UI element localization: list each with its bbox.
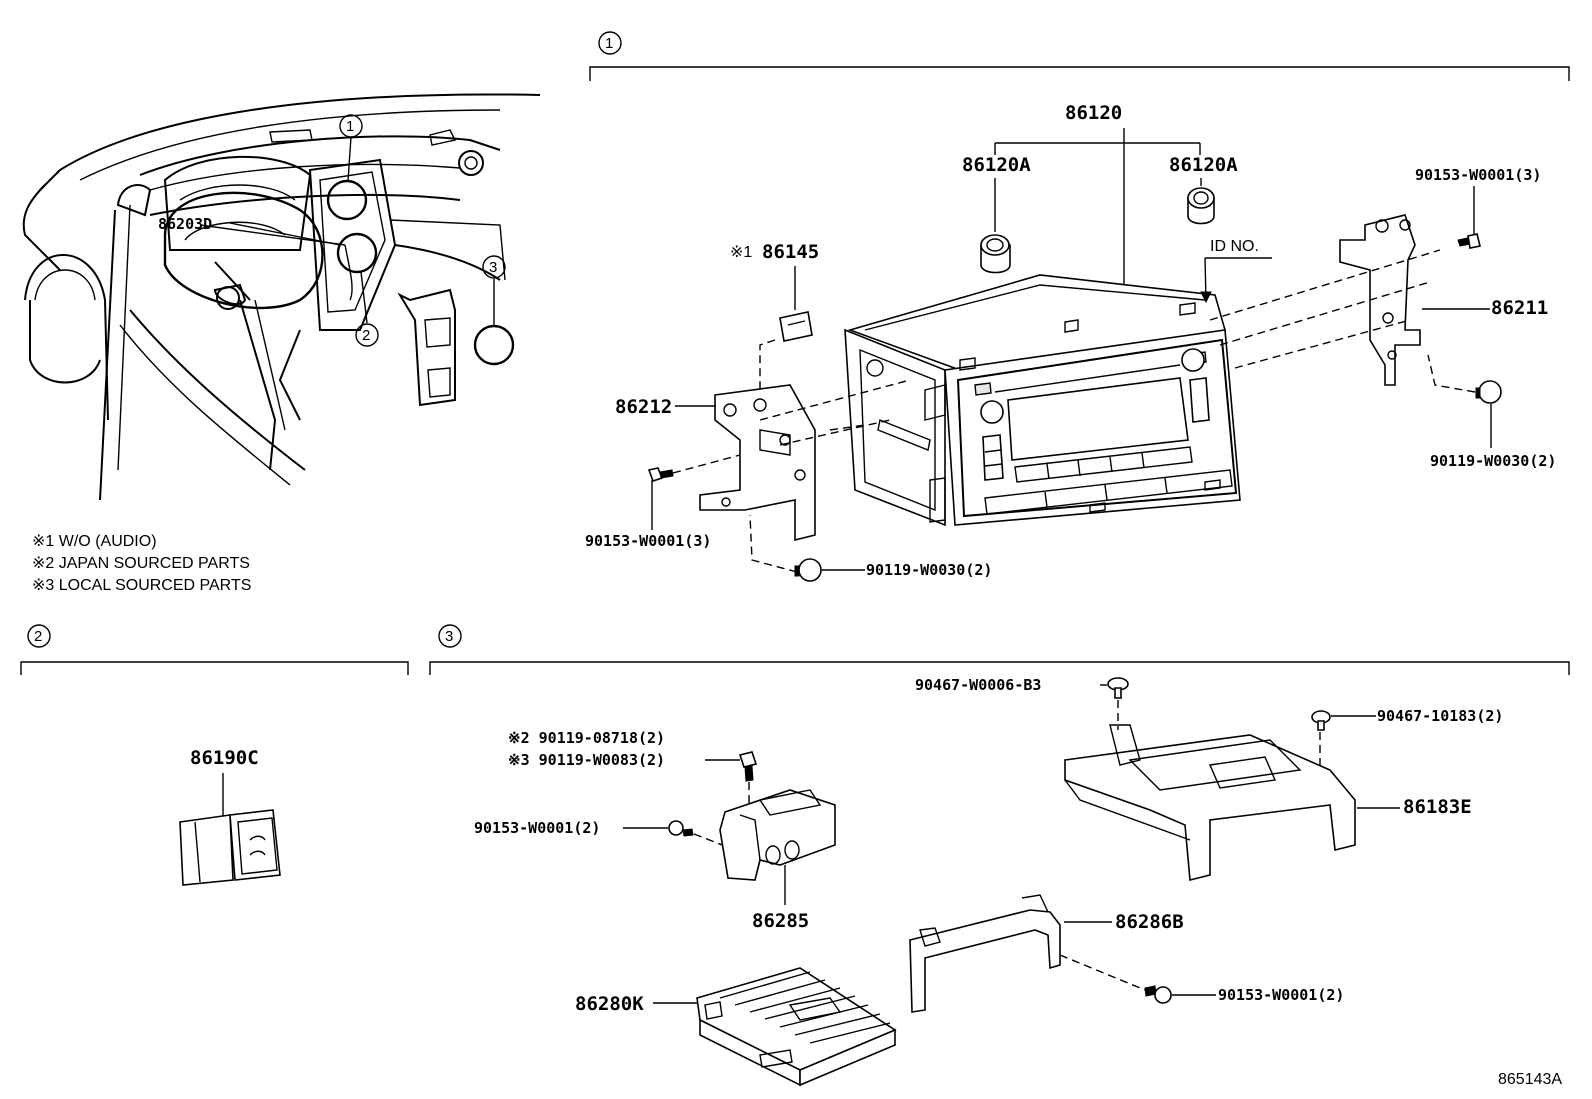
knob-86120A-right bbox=[1187, 187, 1215, 225]
label-90153-86286B: 90153-W0001(2) bbox=[1218, 986, 1344, 1004]
screw-90153-left: 90153-W0001(3) bbox=[585, 454, 741, 550]
location-circle-3 bbox=[473, 324, 515, 366]
notes-block: ※1 W/O (AUDIO) ※2 JAPAN SOURCED PARTS ※3… bbox=[32, 533, 251, 594]
label-90119-right: 90119-W0030(2) bbox=[1430, 452, 1556, 470]
label-86285: 86285 bbox=[752, 910, 809, 932]
location-circle-1 bbox=[326, 179, 368, 221]
location-circle-2 bbox=[336, 232, 378, 274]
label-86183E: 86183E bbox=[1403, 796, 1472, 818]
radio-receiver-86120 bbox=[844, 274, 1241, 527]
bracket-86285: 86285 bbox=[719, 789, 836, 932]
section-2-bracket: 2 bbox=[20, 624, 409, 675]
label-86286B: 86286B bbox=[1115, 911, 1184, 933]
nut-90119-right: 90119-W0030(2) bbox=[1427, 354, 1556, 470]
clip-90467-B3: 90467-W0006-B3 bbox=[915, 676, 1129, 730]
label-86120A-right: 86120A bbox=[1169, 154, 1238, 176]
label-86190C: 86190C bbox=[190, 747, 259, 769]
section-2-number: 2 bbox=[34, 628, 42, 645]
label-86212: 86212 bbox=[615, 396, 672, 418]
note-2: ※2 JAPAN SOURCED PARTS bbox=[32, 555, 250, 572]
label-90153-left: 90153-W0001(3) bbox=[585, 532, 711, 550]
label-86280K: 86280K bbox=[575, 993, 644, 1015]
label-86120: 86120 bbox=[1065, 102, 1122, 124]
screw-90153-86286B: 90153-W0001(2) bbox=[1059, 954, 1344, 1004]
label-id-no: ID NO. bbox=[1210, 238, 1259, 255]
bracket-86212: 86212 bbox=[615, 379, 911, 542]
section-3-number: 3 bbox=[445, 628, 453, 645]
callout-1-label: 1 bbox=[346, 118, 354, 135]
label-90467-10183: 90467-10183(2) bbox=[1377, 707, 1503, 725]
dashboard-overview-illustration: 1 2 3 86203D bbox=[22, 93, 541, 501]
knob-86120A-left bbox=[980, 234, 1011, 274]
part-86190C: 86190C bbox=[179, 747, 281, 886]
section-1-number: 1 bbox=[605, 35, 613, 52]
bracket-86286B: 86286B bbox=[909, 894, 1184, 1013]
part-86145: ※1 86145 bbox=[730, 241, 819, 395]
screw-90153-86285: 90153-W0001(2) bbox=[474, 819, 731, 849]
label-86145-mark: ※1 bbox=[730, 244, 752, 261]
id-no-callout: ID NO. bbox=[1200, 238, 1272, 304]
section-1-bracket: 1 bbox=[589, 31, 1570, 81]
bracket-86211: 86211 bbox=[1209, 214, 1548, 386]
note-3: ※3 LOCAL SOURCED PARTS bbox=[32, 577, 251, 594]
label-90153-86285: 90153-W0001(2) bbox=[474, 819, 600, 837]
label-86211: 86211 bbox=[1491, 297, 1548, 319]
label-86145: 86145 bbox=[762, 241, 819, 263]
label-90119-W0083: ※3 90119-W0083(2) bbox=[508, 751, 665, 769]
screw-90153-top-right: 90153-W0001(3) bbox=[1415, 166, 1541, 249]
label-86120A-left: 86120A bbox=[962, 154, 1031, 176]
diagram-code: 865143A bbox=[1498, 1071, 1562, 1088]
callout-3-label: 3 bbox=[489, 259, 497, 276]
label-90119-bottom: 90119-W0030(2) bbox=[866, 561, 992, 579]
label-90153-top-right: 90153-W0001(3) bbox=[1415, 166, 1541, 184]
label-90467-B3: 90467-W0006-B3 bbox=[915, 676, 1041, 694]
callout-2-label: 2 bbox=[362, 327, 370, 344]
note-1: ※1 W/O (AUDIO) bbox=[32, 533, 157, 550]
label-86120-tree: 86120 86120A 86120A bbox=[962, 102, 1238, 290]
clip-90467-10183: 90467-10183(2) bbox=[1311, 707, 1503, 770]
amplifier-86280K: 86280K bbox=[575, 967, 897, 1087]
section-3-bracket: 3 bbox=[429, 624, 1570, 675]
bolt-90119: ※2 90119-08718(2) ※3 90119-W0083(2) bbox=[508, 729, 758, 812]
label-86203D: 86203D bbox=[158, 215, 212, 233]
nut-90119-bottom: 90119-W0030(2) bbox=[749, 514, 992, 582]
label-90119-08718: ※2 90119-08718(2) bbox=[508, 729, 665, 747]
cover-86183E: 86183E bbox=[1064, 724, 1472, 882]
